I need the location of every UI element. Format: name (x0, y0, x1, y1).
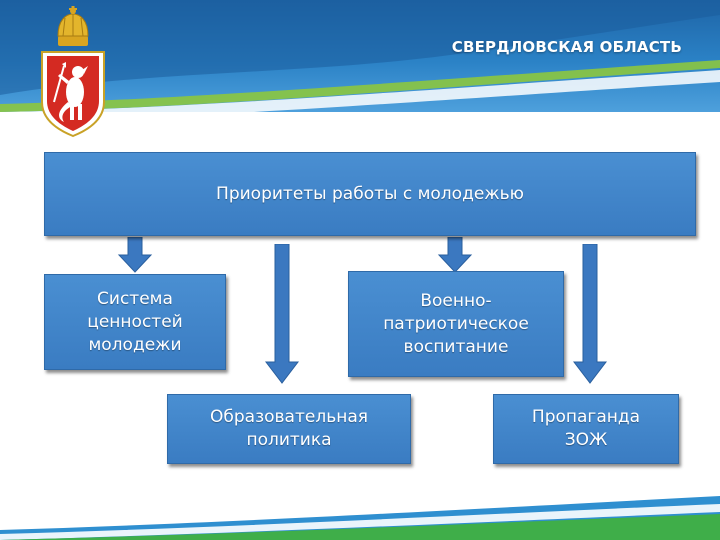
node-healthy-lifestyle-label: Пропаганда ЗОЖ (531, 407, 641, 450)
node-military-patriotic-label: Военно- патриотическое воспитание (383, 290, 529, 357)
node-military-patriotic: Военно- патриотическое воспитание (348, 271, 564, 377)
header-curve (0, 0, 720, 122)
arrow-to-military (437, 237, 473, 273)
node-education-policy: Образовательная политика (167, 394, 411, 464)
footer-waves (0, 496, 720, 540)
region-title: СВЕРДЛОВСКАЯ ОБЛАСТЬ (451, 38, 682, 56)
node-youth-values: Система ценностей молодежи (44, 274, 226, 370)
sverdlovsk-coat-of-arms-icon (41, 6, 105, 138)
root-node-label: Приоритеты работы с молодежью (216, 183, 524, 204)
node-youth-values-label: Система ценностей молодежи (87, 288, 183, 355)
arrow-to-education (264, 244, 300, 384)
arrow-to-values (117, 237, 153, 273)
arrow-to-zozh (572, 244, 608, 384)
node-education-policy-label: Образовательная политика (210, 407, 368, 450)
root-node-youth-priorities: Приоритеты работы с молодежью (44, 152, 696, 236)
node-healthy-lifestyle: Пропаганда ЗОЖ (493, 394, 679, 464)
